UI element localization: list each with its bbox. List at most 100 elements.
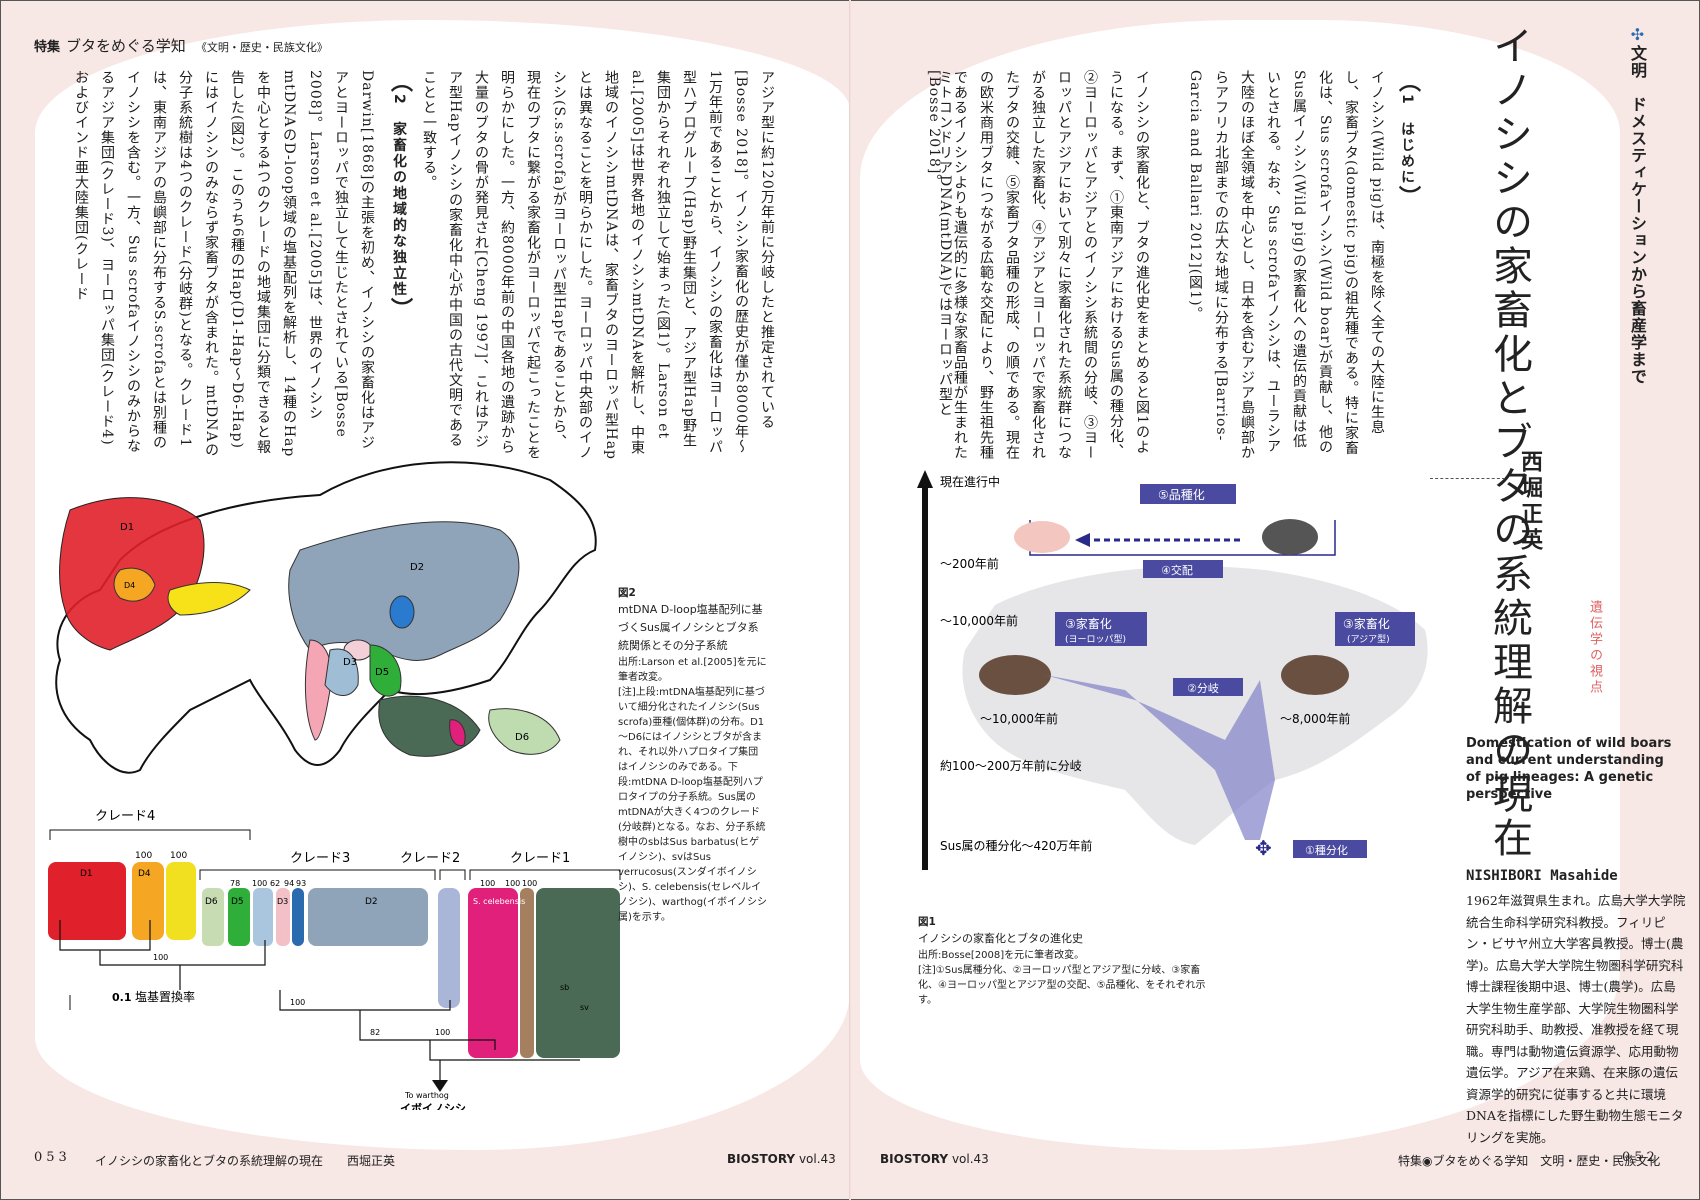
footer-right-title: 特集◉ブタをめぐる学知 文明・歴史・民族文化 xyxy=(1398,1154,1661,1168)
series-mark-icon: ✣ xyxy=(1628,25,1647,45)
map-label-d1: D1 xyxy=(120,522,134,533)
bootstrap-11: 100 xyxy=(153,953,168,962)
box-1-speciation xyxy=(1293,840,1367,858)
box-4-crossing xyxy=(1143,560,1223,578)
body-text-right-2: イノシシの家畜化と、ブタの進化史をまとめると図1のようになる。まず、①東南アジア… xyxy=(926,70,1150,460)
map-region-yellow xyxy=(167,582,251,616)
bootstrap-12: 100 xyxy=(290,998,305,1007)
box-2-label: ②分岐 xyxy=(1187,682,1219,695)
box-4-label: ④交配 xyxy=(1161,563,1193,577)
author-bio: 1962年滋賀県生まれ。広島大学大学院統合生命科学研究科教授。フィリピン・ビサヤ… xyxy=(1466,893,1686,1145)
tree-box-clade2 xyxy=(438,888,460,1008)
time-present: 現在進行中 xyxy=(940,474,1000,489)
tree-branches xyxy=(59,920,580,1080)
scale-value: 0.1 xyxy=(112,991,132,1004)
author-rule xyxy=(1430,478,1505,479)
box-2-split xyxy=(1173,678,1243,696)
author-name: 西堀正英 xyxy=(1517,450,1542,554)
bootstrap-7: 93 xyxy=(296,879,306,888)
tree-label-sb: sb xyxy=(560,983,569,992)
figure-2-caption: 図2 mtDNA D-loop塩基配列に基づくSus属イノシシとブタ系統関係とそ… xyxy=(618,587,767,923)
tree-box-sus-spp xyxy=(536,888,620,1058)
map-region-lightblue xyxy=(324,648,359,696)
tree-label-d4: D4 xyxy=(138,869,151,879)
series-subtitle: ✣文明 ドメスティケーションから畜産学まで xyxy=(1628,25,1647,385)
box-3e-sub: (ヨーロッパ型) xyxy=(1065,634,1126,645)
map-region-blue xyxy=(389,595,415,629)
outgroup-jp-label: イボイノシシ xyxy=(400,1101,466,1110)
clade-2-label: クレード2 xyxy=(400,851,460,866)
box-3-domestication-europe xyxy=(1055,612,1147,646)
bootstrap-1: 100 xyxy=(135,851,152,861)
section-1-heading: ︵1 はじめに︶ xyxy=(1395,70,1420,210)
map-label-d6: D6 xyxy=(515,732,529,743)
footer-left-mag: BIOSTORY vol.43 xyxy=(727,1152,836,1166)
figure-1-caption: 図1 イノシシの家畜化とブタの進化史 出所:Bosse[2008]を元に筆者改変… xyxy=(918,916,1206,1006)
figure-1-diagram: 現在進行中 ～200年前 ～10,000年前 約100～200万年前に分岐 Su… xyxy=(917,470,1428,870)
label-asia-8000: ～8,000年前 xyxy=(1280,711,1350,726)
article-title: イノシシの家畜化とブタの系統理解の現在 xyxy=(1486,25,1532,861)
map-label-d3: D3 xyxy=(343,657,357,668)
box-3a-label: ③家畜化 xyxy=(1343,616,1390,631)
box-3-domestication-asia xyxy=(1335,612,1415,646)
clade-1-bracket xyxy=(469,869,621,880)
time-speciation: Sus属の種分化～420万年前 xyxy=(940,838,1092,853)
author-romaji: NISHIBORI Masahide xyxy=(1466,868,1618,884)
title-rubric: 遺伝学の視点 xyxy=(1587,600,1602,696)
tree-box-d5 xyxy=(228,888,250,946)
footer-left-title: イノシシの家畜化とブタの系統理解の現在 西堀正英 xyxy=(95,1154,396,1168)
time-axis-arrow-icon xyxy=(917,470,933,488)
bootstrap-13: 100 xyxy=(435,1028,450,1037)
clade-4-bracket xyxy=(49,829,251,840)
map-region-magenta xyxy=(449,719,466,747)
tree-label-d2: D2 xyxy=(365,897,378,907)
page-gutter xyxy=(849,0,851,1200)
tree-label-celebensis: S. celebensis xyxy=(473,897,525,906)
clade-3-bracket xyxy=(199,869,436,880)
time-200: ～200年前 xyxy=(940,556,999,571)
map-label-d2: D2 xyxy=(410,562,424,573)
tree-box-d1 xyxy=(48,862,126,940)
bootstrap-6: 94 xyxy=(284,879,294,888)
tree-box-d6 xyxy=(202,888,224,946)
box-5-breeding xyxy=(1140,484,1236,504)
outgroup-label: To warthog xyxy=(404,1091,449,1100)
tree-box-celebensis xyxy=(468,888,518,1058)
section-2-heading: ︵2 家畜化の地域的な独立性︶ xyxy=(387,70,412,322)
tree-label-d3: D3 xyxy=(277,897,288,906)
map-region-d5 xyxy=(369,644,402,697)
body-text-right-3: ミトコンドリアDNA(mtDNA)ではヨーロッパ型と xyxy=(937,70,953,417)
tree-label-d1: D1 xyxy=(80,869,93,879)
tree-box-yellow xyxy=(166,862,196,940)
map-outline xyxy=(55,461,597,774)
lineage-flow xyxy=(1045,675,1275,840)
map-label-d5: D5 xyxy=(375,667,389,678)
english-title: Domestication of wild boars and current … xyxy=(1466,736,1672,802)
tree-box-blue xyxy=(292,888,304,946)
asian-wildboar-icon xyxy=(1281,655,1349,695)
body-text-right-1: イノシシ(Wild pig)は、南極を除く全ての大陸に生息し、家畜ブタ(dome… xyxy=(1187,70,1385,460)
bootstrap-5: 62 xyxy=(270,879,280,888)
map-label-d4: D4 xyxy=(124,581,135,590)
label-europe-10000: ～10,000年前 xyxy=(980,711,1058,726)
map-region-d6 xyxy=(488,708,561,755)
running-header: 特集ブタをめぐる学知 《文明・歴史・民族文化》 xyxy=(34,37,328,55)
map-region-d4 xyxy=(113,567,156,602)
figure-2-map: D1 D2 D3 D4 D5 D6 xyxy=(55,461,597,774)
bootstrap-10: 100 xyxy=(522,879,537,888)
bootstrap-3: 78 xyxy=(230,879,240,888)
asian-pig-icon xyxy=(1262,519,1318,555)
tree-box-d2 xyxy=(308,888,428,946)
figure-2-tree: クレード4 クレード3 クレード2 クレード1 D1 D4 D6 D5 D3 D… xyxy=(48,809,621,1110)
bootstrap-9: 100 xyxy=(505,879,520,888)
clade-3-label: クレード3 xyxy=(290,851,350,866)
box-3a-sub: (アジア型) xyxy=(1347,634,1390,645)
bootstrap-4: 100 xyxy=(252,879,267,888)
map-background xyxy=(962,566,1428,845)
tree-label-d5: D5 xyxy=(231,897,244,907)
crossing-arrow-icon xyxy=(1075,533,1090,547)
map-region-d2 xyxy=(288,521,520,661)
page-number-left: 053 xyxy=(34,1150,71,1165)
tree-box-brown xyxy=(520,888,534,1058)
box-5-label: ⑤品種化 xyxy=(1158,488,1205,502)
